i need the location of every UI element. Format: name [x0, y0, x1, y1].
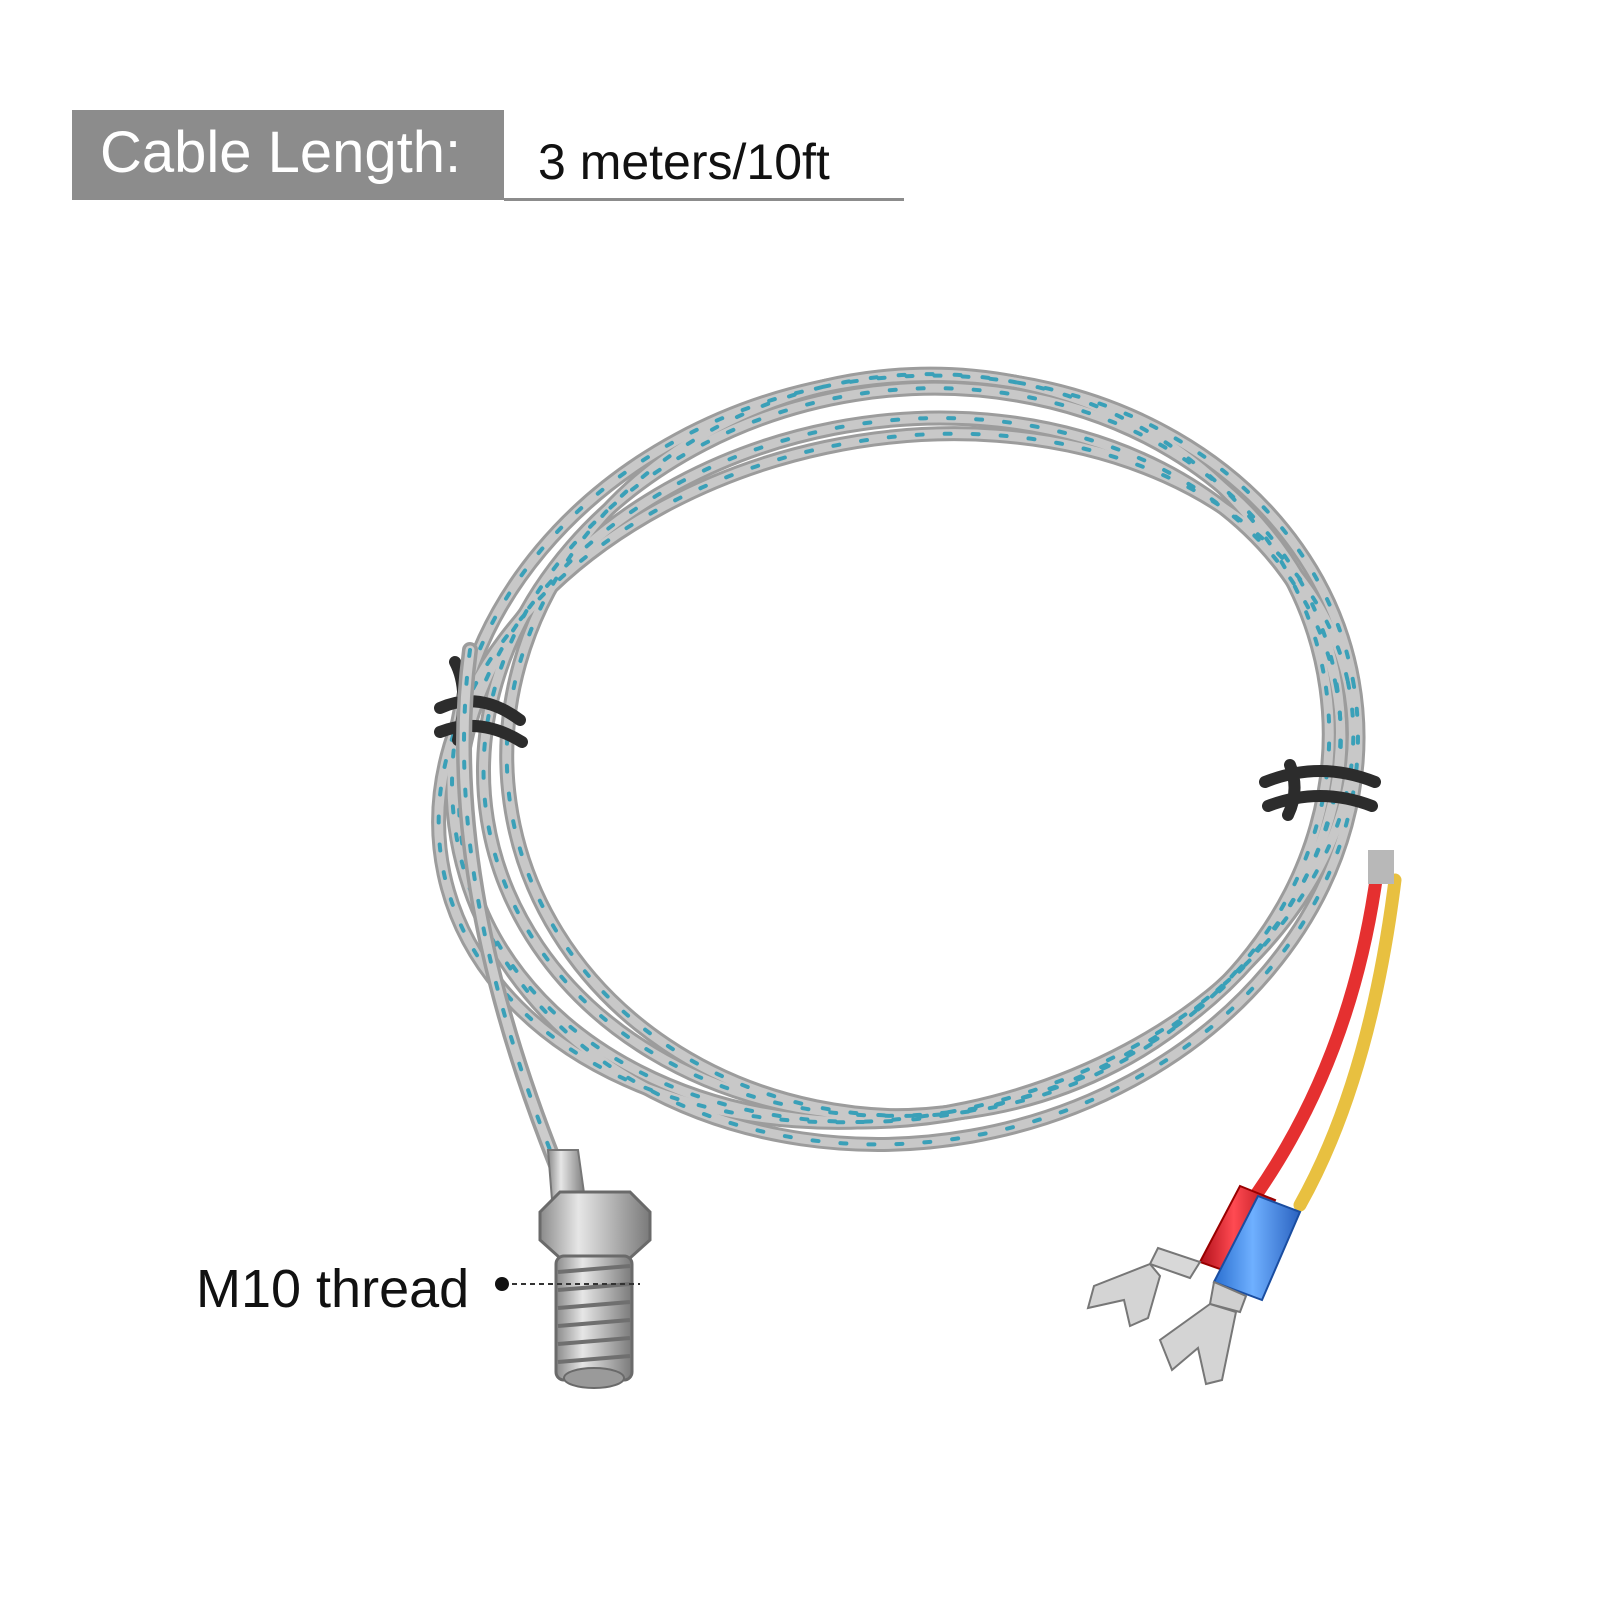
- spec-label: Cable Length:: [72, 110, 504, 200]
- probe-lead: [456, 642, 568, 1183]
- conductor-wires: [1249, 850, 1402, 1212]
- spec-value: 3 meters/10ft: [538, 134, 830, 190]
- spec-underline: [504, 198, 904, 201]
- braided-cable-coil: [431, 366, 1366, 1152]
- thread-callout-leader: [495, 1277, 640, 1291]
- m10-thread-label: M10 thread: [196, 1259, 470, 1319]
- m10-threaded-probe: [538, 1149, 652, 1389]
- blue-spade-terminal: [1158, 1194, 1302, 1386]
- cable-length-spec: Cable Length: 3 meters/10ft: [72, 110, 904, 201]
- cable-tie-right: [1259, 759, 1381, 821]
